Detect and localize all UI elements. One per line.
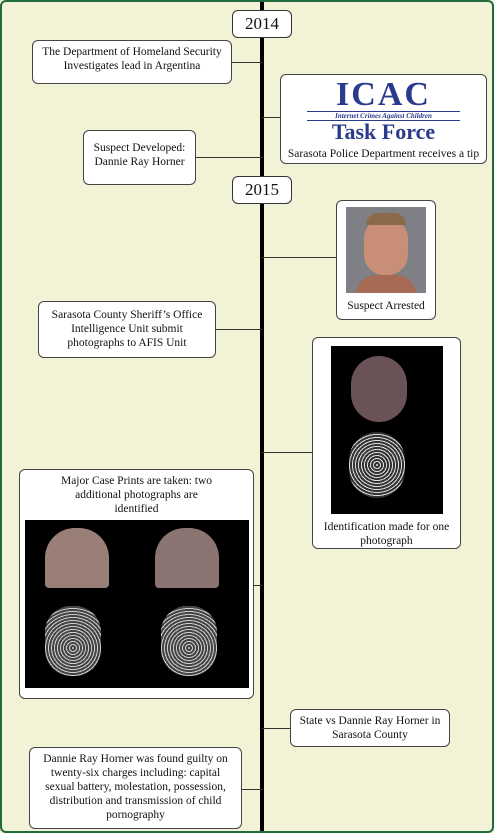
event-dhs-text: The Department of Homeland Security Inve…	[42, 46, 221, 72]
event-identification-caption: Identification made for one photograph	[321, 520, 452, 548]
afis-print-image	[331, 346, 443, 514]
event-icac-caption: Sarasota Police Department receives a ti…	[285, 147, 482, 161]
event-state: State vs Dannie Ray Horner in Sarasota C…	[290, 709, 450, 747]
event-major-case: Major Case Prints are taken: two additio…	[19, 469, 254, 699]
major-case-print-sheet	[25, 520, 249, 688]
mugshot-photo	[346, 207, 426, 293]
connector-sheriff	[216, 329, 262, 330]
event-guilty-text: Dannie Ray Horner was found guilty on tw…	[43, 753, 228, 821]
icac-logo: ICAC Internet Crimes Against Children Ta…	[285, 79, 482, 143]
event-major-case-text: Major Case Prints are taken: two additio…	[24, 474, 249, 516]
event-state-text: State vs Dannie Ray Horner in Sarasota C…	[300, 715, 441, 741]
event-icac: ICAC Internet Crimes Against Children Ta…	[280, 74, 487, 164]
event-sheriff-text: Sarasota County Sheriff’s Office Intelli…	[52, 309, 203, 349]
connector-guilty	[242, 789, 262, 790]
icac-logo-main: ICAC	[285, 79, 482, 111]
connector-identification	[262, 452, 312, 453]
connector-state	[262, 728, 290, 729]
connector-suspect-developed	[196, 157, 262, 158]
event-suspect-developed-text: Suspect Developed: Dannie Ray Horner	[94, 142, 186, 168]
event-arrested: Suspect Arrested	[336, 200, 436, 320]
event-dhs: The Department of Homeland Security Inve…	[32, 40, 232, 84]
connector-arrested	[262, 257, 336, 258]
year-2014-label: 2014	[232, 10, 292, 38]
event-identification: Identification made for one photograph	[312, 337, 461, 549]
event-sheriff: Sarasota County Sheriff’s Office Intelli…	[38, 301, 216, 358]
icac-logo-taskforce: Task Force	[285, 121, 482, 143]
connector-dhs	[232, 62, 262, 63]
connector-major-case	[254, 585, 262, 586]
event-suspect-developed: Suspect Developed: Dannie Ray Horner	[83, 130, 196, 185]
event-arrested-caption: Suspect Arrested	[343, 299, 429, 313]
timeline-axis	[260, 2, 264, 833]
event-guilty: Dannie Ray Horner was found guilty on tw…	[29, 747, 242, 829]
year-2015-label: 2015	[232, 176, 292, 204]
connector-icac	[262, 117, 282, 118]
